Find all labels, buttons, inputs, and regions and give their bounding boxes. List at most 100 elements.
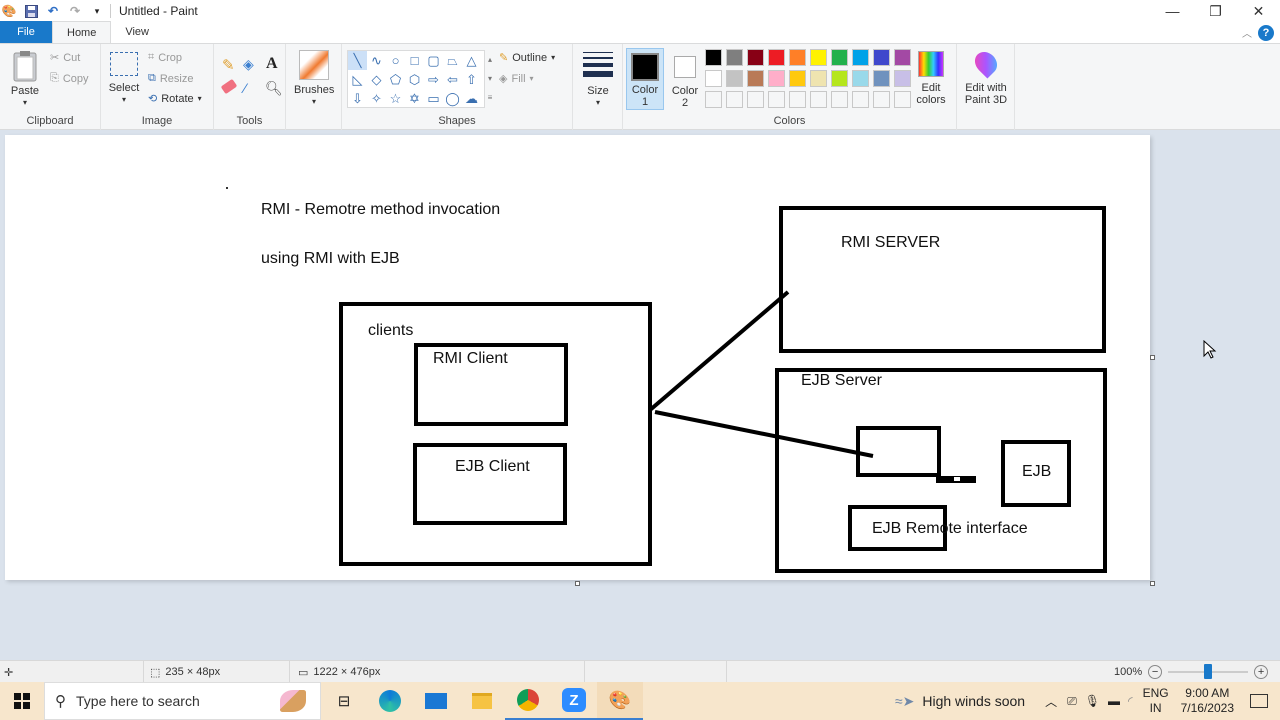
microphone-icon[interactable]: 🎙︎ — [1084, 694, 1100, 708]
curve-shape-icon[interactable]: ∿ — [371, 53, 382, 68]
color1-button[interactable]: Color 1 — [626, 48, 664, 110]
palette-swatch[interactable] — [768, 70, 785, 87]
edit-with-paint3d-button[interactable]: Edit with Paint 3D — [959, 47, 1013, 106]
paint-taskbar-icon[interactable]: 🎨 — [597, 682, 643, 720]
language-indicator[interactable]: ENG IN — [1142, 686, 1169, 715]
palette-swatch[interactable] — [810, 70, 827, 87]
taskbar-search[interactable]: ⚲ Type here to search — [44, 682, 321, 720]
crop-button[interactable]: ⌗Crop — [148, 51, 183, 64]
redo-icon[interactable]: ↷ — [69, 4, 81, 18]
palette-swatch[interactable] — [726, 70, 743, 87]
palette-swatch[interactable] — [705, 91, 722, 108]
resize-button[interactable]: ⧉Resize — [148, 72, 194, 85]
canvas-area[interactable]: RMI - Remotre method invocation using RM… — [0, 131, 1280, 660]
collapse-ribbon-icon[interactable]: ︿ — [1242, 29, 1252, 40]
cut-button[interactable]: ✂Cut — [50, 51, 81, 65]
right-triangle-shape-icon[interactable]: ◺ — [352, 72, 363, 87]
tab-file[interactable]: File — [0, 21, 52, 43]
down-arrow-shape-icon[interactable]: ⇩ — [352, 91, 363, 106]
close-button[interactable]: ✕ — [1252, 2, 1265, 19]
palette-swatch[interactable] — [768, 49, 785, 66]
color2-button[interactable]: Color 2 — [666, 50, 704, 109]
maximize-button[interactable]: ❐ — [1209, 2, 1222, 19]
show-hidden-icons-button[interactable]: ︿ — [1045, 694, 1058, 709]
wifi-icon[interactable]: ◜ — [1127, 694, 1133, 708]
chrome-icon[interactable] — [505, 682, 551, 720]
color-picker-icon[interactable]: ⁄ — [244, 80, 247, 96]
tab-view[interactable]: View — [125, 26, 149, 38]
pentagon-shape-icon[interactable]: ⬠ — [389, 72, 402, 87]
rectangle-shape-icon[interactable]: □ — [410, 53, 419, 68]
triangle-shape-icon[interactable]: △ — [466, 53, 477, 68]
palette-swatch[interactable] — [726, 49, 743, 66]
tab-home[interactable]: Home — [52, 21, 112, 43]
palette-swatch[interactable] — [810, 49, 827, 66]
hexagon-shape-icon[interactable]: ⬡ — [408, 72, 421, 87]
battery-icon[interactable]: ▬ — [1107, 694, 1120, 708]
save-icon[interactable] — [24, 4, 38, 18]
zoom-app-icon[interactable]: Z — [551, 682, 597, 720]
palette-swatch[interactable] — [726, 91, 743, 108]
oval-shape-icon[interactable]: ○ — [391, 53, 400, 68]
polygon-shape-icon[interactable]: ⏢ — [447, 53, 458, 68]
pencil-icon[interactable]: ✎ — [222, 57, 235, 74]
fill-bucket-icon[interactable]: ◈ — [243, 56, 254, 72]
fill-button[interactable]: ◈Fill▾ — [499, 72, 534, 86]
resize-handle-right[interactable] — [1150, 355, 1155, 360]
paste-button[interactable]: Paste ▾ — [8, 50, 42, 109]
oval-callout-shape-icon[interactable]: ◯ — [445, 91, 460, 106]
clock[interactable]: 9:00 AM 7/16/2023 — [1180, 686, 1234, 715]
zoom-slider-thumb[interactable] — [1204, 664, 1213, 679]
zoom-slider[interactable] — [1168, 664, 1249, 679]
palette-swatch[interactable] — [873, 49, 890, 66]
palette-swatch[interactable] — [747, 49, 764, 66]
palette-swatch[interactable] — [831, 49, 848, 66]
palette-swatch[interactable] — [894, 49, 911, 66]
palette-swatch[interactable] — [831, 91, 848, 108]
palette-swatch[interactable] — [768, 91, 785, 108]
six-point-star-shape-icon[interactable]: ✡ — [409, 91, 420, 106]
palette-swatch[interactable] — [894, 70, 911, 87]
palette-swatch[interactable] — [747, 91, 764, 108]
diamond-shape-icon[interactable]: ◇ — [371, 72, 382, 87]
notification-center-icon[interactable] — [1250, 694, 1268, 708]
palette-swatch[interactable] — [894, 91, 911, 108]
palette-swatch[interactable] — [810, 91, 827, 108]
palette-swatch[interactable] — [873, 70, 890, 87]
outline-button[interactable]: ✎Outline▾ — [499, 51, 556, 65]
palette-swatch[interactable] — [747, 70, 764, 87]
shapes-scroll[interactable]: ▴▾≡ — [487, 55, 493, 102]
rounded-rectangle-shape-icon[interactable]: ▢ — [427, 53, 440, 68]
four-point-star-shape-icon[interactable]: ✧ — [371, 91, 382, 106]
camera-icon[interactable]: ⎚ — [1067, 693, 1077, 708]
start-button[interactable] — [0, 682, 44, 720]
mail-icon[interactable] — [413, 682, 459, 720]
task-view-button[interactable]: ⊟ — [337, 693, 351, 710]
edit-colors-button[interactable]: Edit colors — [911, 51, 951, 106]
copy-button[interactable]: ⎘Copy — [50, 72, 89, 85]
palette-swatch[interactable] — [789, 91, 806, 108]
palette-swatch[interactable] — [705, 49, 722, 66]
magnifier-icon[interactable]: 🔍︎ — [265, 80, 283, 96]
left-arrow-shape-icon[interactable]: ⇦ — [447, 72, 458, 87]
file-explorer-icon[interactable] — [459, 682, 505, 720]
palette-swatch[interactable] — [789, 70, 806, 87]
palette-swatch[interactable] — [831, 70, 848, 87]
line-shape-icon[interactable]: ╲ — [348, 51, 367, 70]
zoom-out-button[interactable]: − — [1148, 665, 1163, 679]
palette-swatch[interactable] — [852, 49, 869, 66]
help-button[interactable]: ? — [1258, 25, 1274, 41]
minimize-button[interactable]: — — [1165, 3, 1180, 19]
size-button[interactable]: Size ▾ — [579, 52, 617, 109]
drawing-canvas[interactable]: RMI - Remotre method invocation using RM… — [5, 135, 1155, 586]
resize-handle-bottom[interactable] — [575, 581, 580, 586]
text-icon[interactable]: A — [266, 55, 278, 72]
brushes-button[interactable]: Brushes ▾ — [294, 50, 334, 108]
rect-callout-shape-icon[interactable]: ▭ — [427, 91, 440, 106]
rotate-button[interactable]: ⟲Rotate▾ — [148, 92, 202, 106]
zoom-in-button[interactable]: + — [1254, 665, 1269, 679]
resize-handle-corner[interactable] — [1150, 581, 1155, 586]
select-button[interactable]: Select ▾ — [107, 52, 141, 106]
five-point-star-shape-icon[interactable]: ☆ — [389, 91, 402, 106]
customize-dropdown-icon[interactable]: ▾ — [94, 5, 100, 16]
